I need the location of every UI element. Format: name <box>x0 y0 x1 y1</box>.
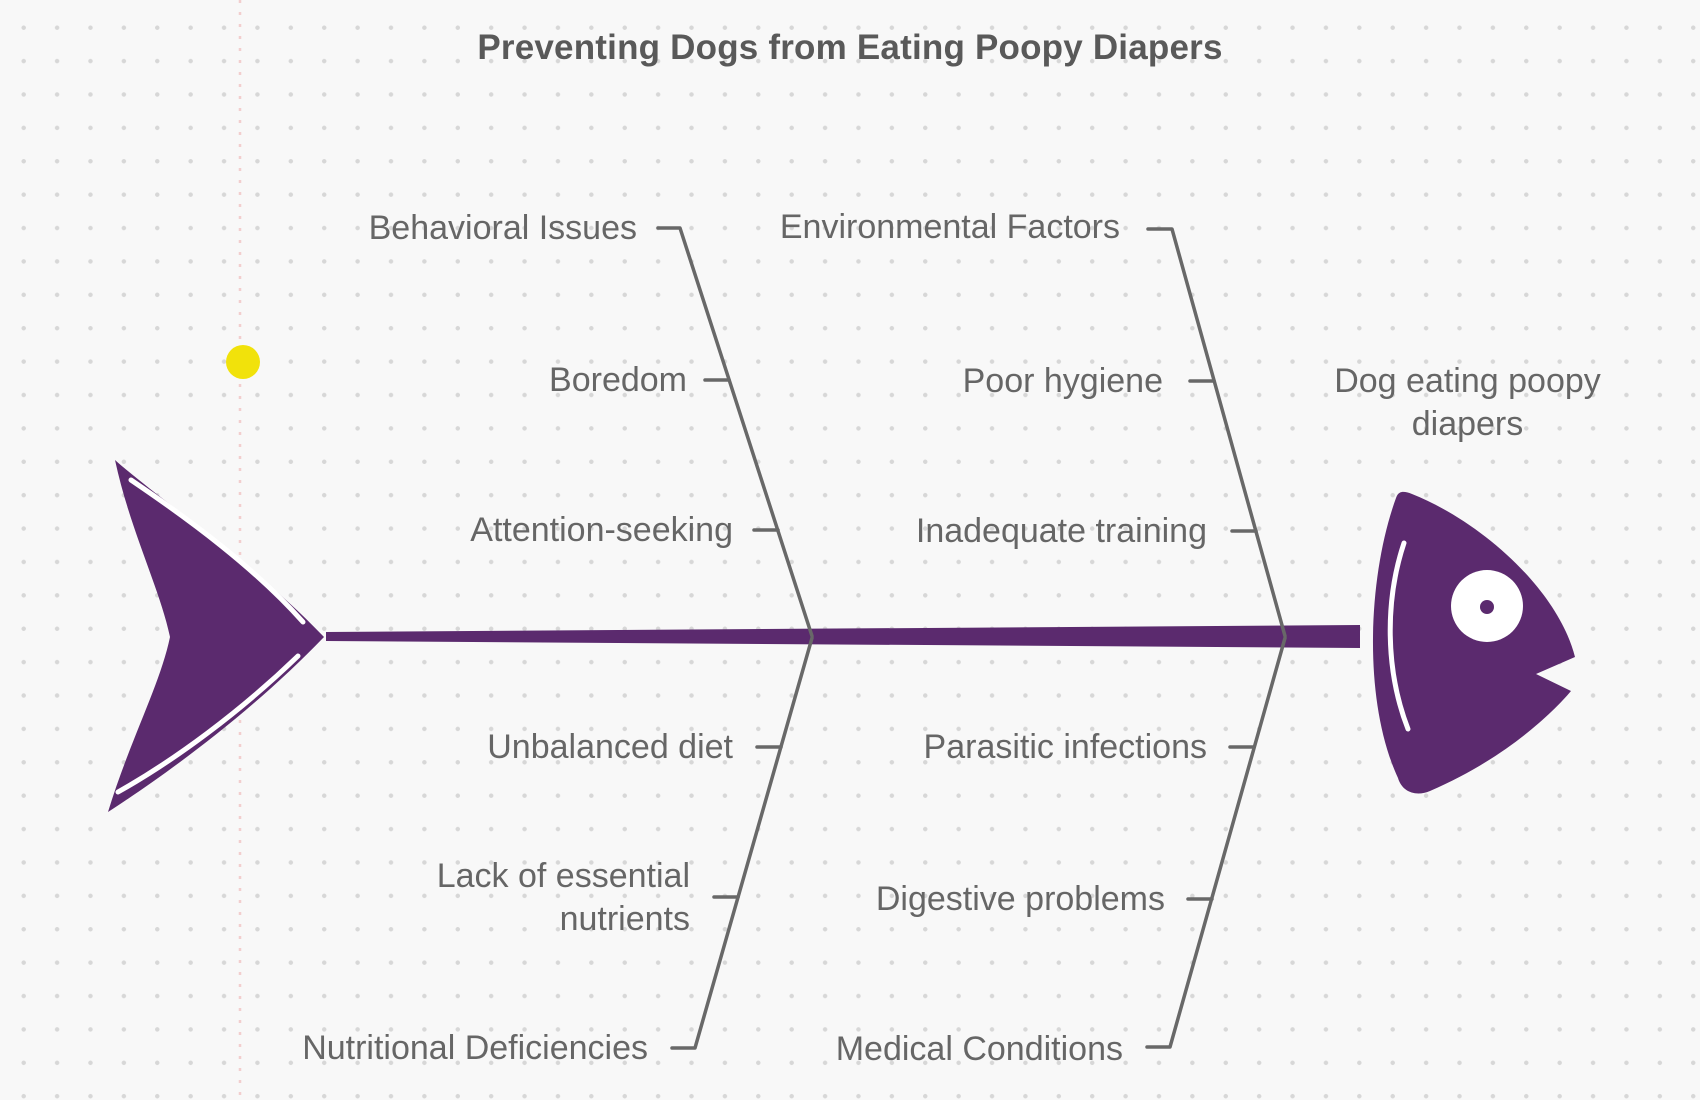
diagram-title: Preventing Dogs from Eating Poopy Diaper… <box>477 28 1223 67</box>
fish-spine <box>326 625 1360 648</box>
cause-label-poor-hygiene: Poor hygiene <box>962 362 1163 400</box>
cause-label-inadequate-training: Inadequate training <box>915 512 1207 550</box>
branch-line-environmental-factors <box>1146 227 1287 638</box>
fish-tail-icon <box>108 460 324 812</box>
category-label-behavioral-issues: Behavioral Issues <box>368 209 637 247</box>
category-label-medical-conditions: Medical Conditions <box>835 1030 1123 1068</box>
cause-label-parasitic-infections: Parasitic infections <box>923 728 1207 766</box>
cause-label-attention-seeking: Attention-seeking <box>470 511 733 549</box>
category-label-environmental-factors: Environmental Factors <box>779 208 1120 246</box>
branch-line-nutritional-deficiencies <box>670 636 814 1050</box>
fish-head-icon <box>1372 491 1575 794</box>
cause-label-unbalanced-diet: Unbalanced diet <box>487 728 733 766</box>
cause-label-digestive-problems: Digestive problems <box>875 880 1165 918</box>
category-label-nutritional-deficiencies: Nutritional Deficiencies <box>302 1029 648 1067</box>
fish-gill-line <box>1387 540 1411 732</box>
cause-label-boredom: Boredom <box>549 361 687 399</box>
branch-line-medical-conditions <box>1145 636 1287 1049</box>
fish-pupil <box>1480 600 1494 614</box>
yellow-dot <box>226 345 260 379</box>
effect-label: Dog eating poopy diapers <box>1334 362 1601 443</box>
branch-line-behavioral-issues <box>656 226 814 638</box>
cause-label-lack-of-essential-nutrients: Lack of essential nutrients <box>436 857 690 938</box>
